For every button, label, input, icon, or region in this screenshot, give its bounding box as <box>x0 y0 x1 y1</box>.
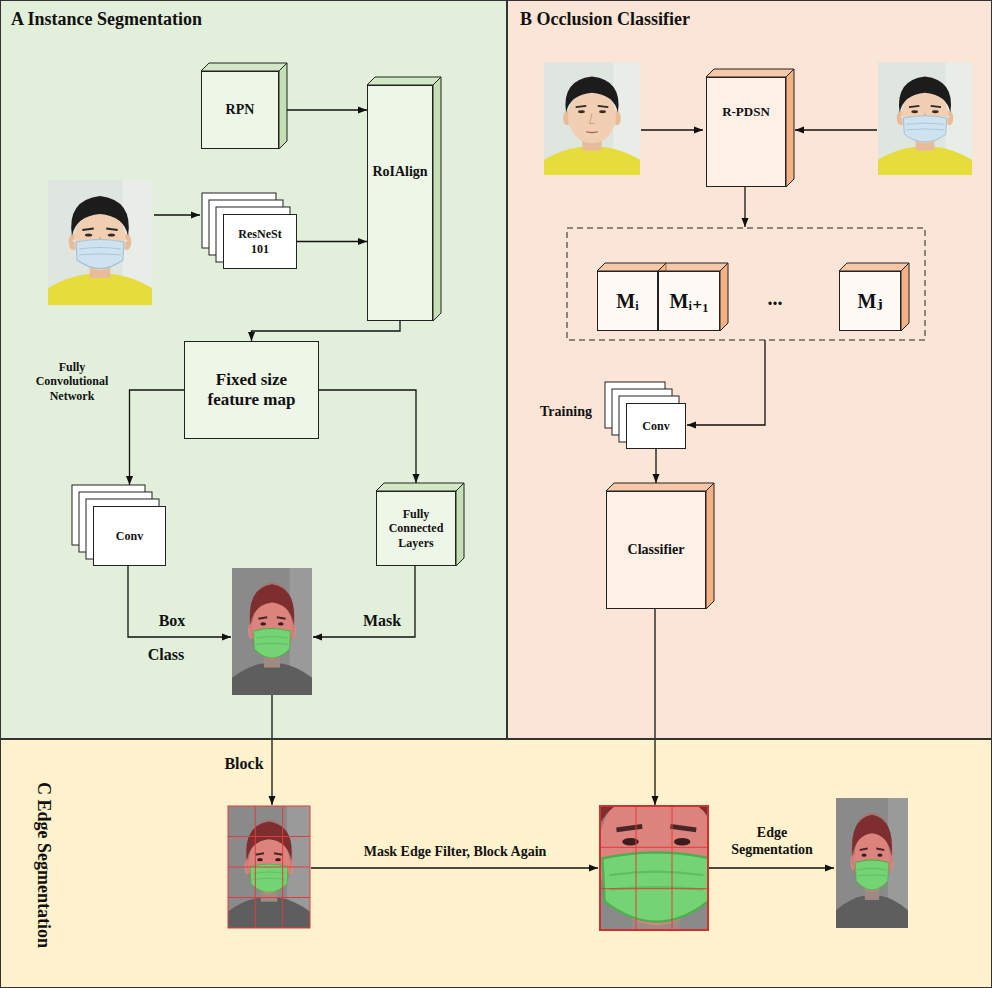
arrow <box>154 214 200 215</box>
box-top-face <box>606 483 714 491</box>
annotation-label: ... <box>768 286 783 310</box>
process-box: Mᵢ <box>597 271 658 331</box>
box-label: Mᵢ <box>616 289 638 313</box>
box-top-face <box>201 63 287 71</box>
box-side-face <box>786 69 794 187</box>
panel-ground <box>507 0 992 739</box>
refined-photo <box>836 798 908 928</box>
process-box: Fixed size feature map <box>184 341 319 439</box>
panel-ground <box>0 739 992 988</box>
panel-ground <box>0 0 507 739</box>
annotation-label: Fully Convolutional Network <box>22 360 122 403</box>
dashed-group <box>567 228 925 340</box>
process-box: Conv <box>93 506 166 566</box>
flow-arrow <box>252 321 401 341</box>
process-box: ResNeSt 101 <box>223 214 297 269</box>
process-box: RPN <box>201 71 279 149</box>
zoom-border <box>600 806 708 930</box>
arrow <box>311 867 598 868</box>
block-grid <box>600 806 708 930</box>
box-label: ResNeSt 101 <box>228 227 292 256</box>
block-grid <box>228 806 310 928</box>
arrow <box>795 129 877 130</box>
process-box: Mᵢ₊₁ <box>658 271 720 331</box>
flow-arrow <box>319 390 416 483</box>
box-label: RPN <box>226 102 255 119</box>
segmented-photo <box>228 806 310 928</box>
box-label: Fully Connected Layers <box>381 507 451 550</box>
panel-region: C Edge Segmentation <box>0 739 992 988</box>
unmasked-photo <box>544 62 640 175</box>
block-grid <box>228 806 310 928</box>
static-arrows <box>128 130 877 868</box>
annotation-label: Block <box>224 754 263 773</box>
box-top-face <box>367 77 441 85</box>
process-box: Mⱼ <box>839 271 901 331</box>
box-side-face <box>279 63 287 149</box>
box-top-face <box>839 263 909 271</box>
segmented-photo <box>232 568 312 695</box>
box-label: Classifier <box>628 542 685 559</box>
box-side-face <box>456 483 464 566</box>
panel-heading: C Edge Segmentation <box>33 782 54 948</box>
box-label: Mⱼ <box>857 289 882 313</box>
process-box: Classifier <box>606 491 706 609</box>
box-top-face <box>658 263 728 271</box>
annotation-label: Mask Edge Filter, Block Again <box>364 844 547 861</box>
process-box: Conv <box>626 403 686 449</box>
box-side-face <box>901 263 909 331</box>
arrow <box>128 565 231 637</box>
box-label: Fixed size feature map <box>189 370 314 411</box>
blocked-photo <box>228 806 310 928</box>
box-label: R-PDSN <box>722 104 770 120</box>
annotation-label: Mask <box>363 611 401 630</box>
arrow <box>687 340 765 425</box>
annotation-label: Training <box>540 404 592 421</box>
input-photo <box>48 180 152 305</box>
process-box: RoIAlign <box>367 85 433 321</box>
box-label: Conv <box>116 529 143 543</box>
arrow <box>641 129 703 130</box>
box-side-face <box>706 483 714 609</box>
box-side-face <box>433 77 441 321</box>
box-top-face <box>706 69 794 77</box>
box-top-face <box>597 263 666 271</box>
annotation-label: Class <box>148 645 184 664</box>
annotation-label: Edge Segmentation <box>725 825 820 859</box>
box-side-face <box>720 263 728 331</box>
arrow <box>709 867 834 868</box>
arrow <box>271 695 272 805</box>
arrow <box>654 608 655 805</box>
annotation-label: Box <box>159 611 186 630</box>
process-box: Fully Connected Layers <box>376 491 456 566</box>
box-label: Mᵢ₊₁ <box>670 289 709 313</box>
process-box: R-PDSN <box>706 77 786 187</box>
box-top-face <box>376 483 464 491</box>
box-depth-layer <box>72 63 909 609</box>
flow-arrow <box>297 241 367 242</box>
flow-arrow <box>287 109 367 110</box>
panel-heading: B Occlusion Classifier <box>520 9 690 30</box>
flow-arrow <box>655 449 656 483</box>
arrow <box>744 186 745 227</box>
arrow <box>313 565 415 637</box>
flow-arrow <box>130 390 185 485</box>
panel-region: B Occlusion ClassifierR-PDSN Mᵢ Mᵢ₊₁ MⱼConv… <box>507 0 992 739</box>
box-label: RoIAlign <box>372 164 427 181</box>
masked-photo <box>878 62 972 175</box>
box-label: Conv <box>642 419 669 433</box>
panel-heading: A Instance Segmentation <box>11 9 202 30</box>
